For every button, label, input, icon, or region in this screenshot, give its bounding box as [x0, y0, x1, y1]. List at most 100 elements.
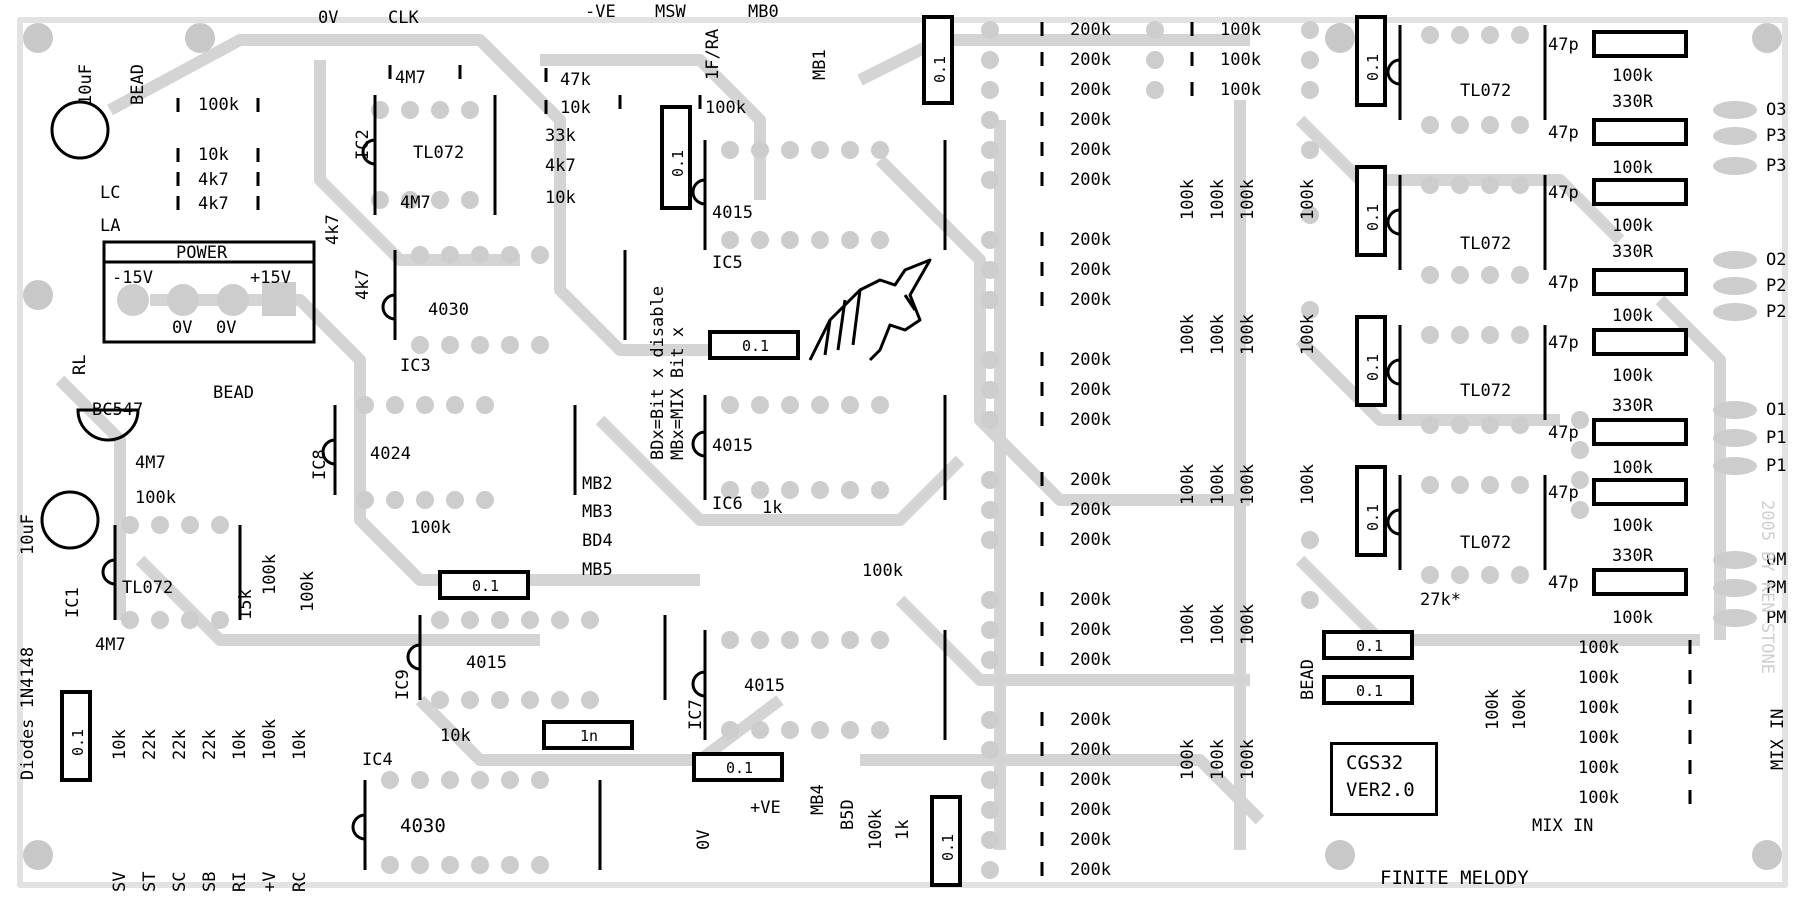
out-p2-a: P2 — [1766, 276, 1787, 296]
ic-pad-rows — [121, 21, 1589, 879]
res-100k-g: 100k — [862, 561, 903, 581]
res-200k-21: 200k — [1070, 770, 1111, 790]
cap-47p-8: 47p — [1548, 573, 1579, 593]
pin-mb3: MB3 — [582, 502, 613, 522]
cap-01-c: 0.1 — [708, 330, 800, 360]
res-100k-v-4: 100k — [1298, 179, 1318, 220]
pad-label-rl: RL — [70, 354, 90, 375]
res-100k-v-16: 100k — [1178, 739, 1198, 780]
mounting-holes — [23, 23, 1782, 870]
pin-st: ST — [140, 871, 160, 892]
ic5-part: 4015 — [712, 203, 753, 223]
res-33k: 33k — [545, 126, 576, 146]
res-4k7-d: 4k7 — [323, 214, 343, 245]
power-pos-label: +15V — [250, 268, 291, 288]
diodes-label: Diodes 1N4148 — [18, 646, 38, 780]
cap-10uf-top-label: 10uF — [76, 64, 96, 105]
cap-01-k: 0.1 — [1355, 465, 1387, 557]
res-100k-stack-2: 100k — [1612, 158, 1653, 178]
res-100k-v-8: 100k — [1298, 314, 1318, 355]
res-10k-c: 10k — [545, 188, 576, 208]
res-200k-11: 200k — [1070, 380, 1111, 400]
res-100k-e: 100k — [260, 554, 280, 595]
cap-47p-box-1 — [1592, 30, 1688, 58]
res-mix-2: 100k — [1578, 668, 1619, 688]
cap-01-g: 0.1 — [930, 795, 962, 887]
res-100k-v-10: 100k — [1208, 464, 1228, 505]
ic8-part: 4024 — [370, 444, 411, 464]
pad-label-1f-ra: 1F/RA — [703, 28, 723, 80]
res-100k-v-17: 100k — [1208, 739, 1228, 780]
res-22k-b: 22k — [170, 729, 190, 760]
res-mix-1: 100k — [1578, 638, 1619, 658]
power-gnd2-label: 0V — [216, 318, 237, 338]
cap-01-d: 0.1 — [438, 570, 530, 600]
res-100k-v-7: 100k — [1238, 314, 1258, 355]
pad-label-msw: MSW — [655, 2, 686, 22]
cap-47p-4: 47p — [1548, 273, 1579, 293]
res-1k-b: 1k — [893, 819, 913, 840]
component-ticks — [176, 22, 1692, 876]
cap-01-b: 0.1 — [660, 105, 692, 210]
cap-47p-box-5 — [1592, 328, 1688, 356]
ic-pads-ic6 — [721, 396, 889, 499]
pin-b5d: B5D — [838, 799, 858, 830]
res-200k-3: 200k — [1070, 80, 1111, 100]
res-100k-a: 100k — [198, 95, 239, 115]
ic1-part: TL072 — [122, 578, 174, 598]
res-100k-v-6: 100k — [1208, 314, 1228, 355]
ic3-part: 4030 — [428, 300, 469, 320]
res-100k-v-18: 100k — [1238, 739, 1258, 780]
ic-pads-ic5 — [721, 141, 889, 249]
cap-01-m: 0.1 — [1322, 675, 1414, 705]
pcb-traces — [17, 17, 1788, 888]
cap-01-l: 0.1 — [1322, 630, 1414, 660]
ic4-label: IC4 — [362, 750, 393, 770]
res-330r-3: 330R — [1612, 396, 1653, 416]
res-47k: 47k — [560, 70, 591, 90]
res-100k-v-11: 100k — [1238, 464, 1258, 505]
res-200k-1: 200k — [1070, 20, 1111, 40]
cap-47p-box-3 — [1592, 178, 1688, 206]
ic7-part: 4015 — [744, 676, 785, 696]
ic-outlines — [101, 25, 1547, 870]
ic-pads-ic4 — [381, 771, 549, 874]
res-4m7-a: 4M7 — [135, 453, 166, 473]
res-100k-v-13: 100k — [1178, 604, 1198, 645]
res-4k7-e: 4k7 — [353, 269, 373, 300]
res-100k-d: 100k — [410, 518, 451, 538]
res-100k-stack-3: 100k — [1612, 216, 1653, 236]
pin-sv: SV — [110, 871, 130, 892]
res-200k-8: 200k — [1070, 260, 1111, 280]
bead-right-label: BEAD — [1298, 659, 1318, 700]
res-200k-9: 200k — [1070, 290, 1111, 310]
pad-label-clk: CLK — [388, 8, 419, 28]
cap-47p-3: 47p — [1548, 183, 1579, 203]
ic2-label: IC2 — [353, 129, 373, 160]
res-4m7-d: 4M7 — [395, 68, 426, 88]
res-mix-v-2: 100k — [1510, 689, 1530, 730]
res-10k-b: 10k — [560, 98, 591, 118]
res-4k7-b: 4k7 — [198, 194, 229, 214]
ic4-part: 4030 — [400, 815, 446, 837]
res-100k-c: 100k — [705, 98, 746, 118]
res-200k-5: 200k — [1070, 140, 1111, 160]
out-pm-a: PM — [1766, 578, 1787, 598]
res-200k-14: 200k — [1070, 500, 1111, 520]
tl072-right-2: TL072 — [1460, 234, 1512, 254]
tl072-right-3: TL072 — [1460, 381, 1512, 401]
mix-in-label: MIX IN — [1532, 816, 1594, 836]
res-200k-6: 200k — [1070, 170, 1111, 190]
cap-47p-box-4 — [1592, 268, 1688, 296]
ic-pads-ic9 — [431, 611, 599, 709]
power-gnd1-label: 0V — [172, 318, 193, 338]
res-100k-h: 100k — [260, 719, 280, 760]
res-100k-v-15: 100k — [1238, 604, 1258, 645]
res-200k-10: 200k — [1070, 350, 1111, 370]
cap-01-i: 0.1 — [1355, 165, 1387, 257]
pad-label-mb1: MB1 — [810, 49, 830, 80]
cap-01-h: 0.1 — [1355, 15, 1387, 107]
res-100k-stack-5: 100k — [1612, 366, 1653, 386]
ic-pads-ic8 — [356, 396, 494, 509]
